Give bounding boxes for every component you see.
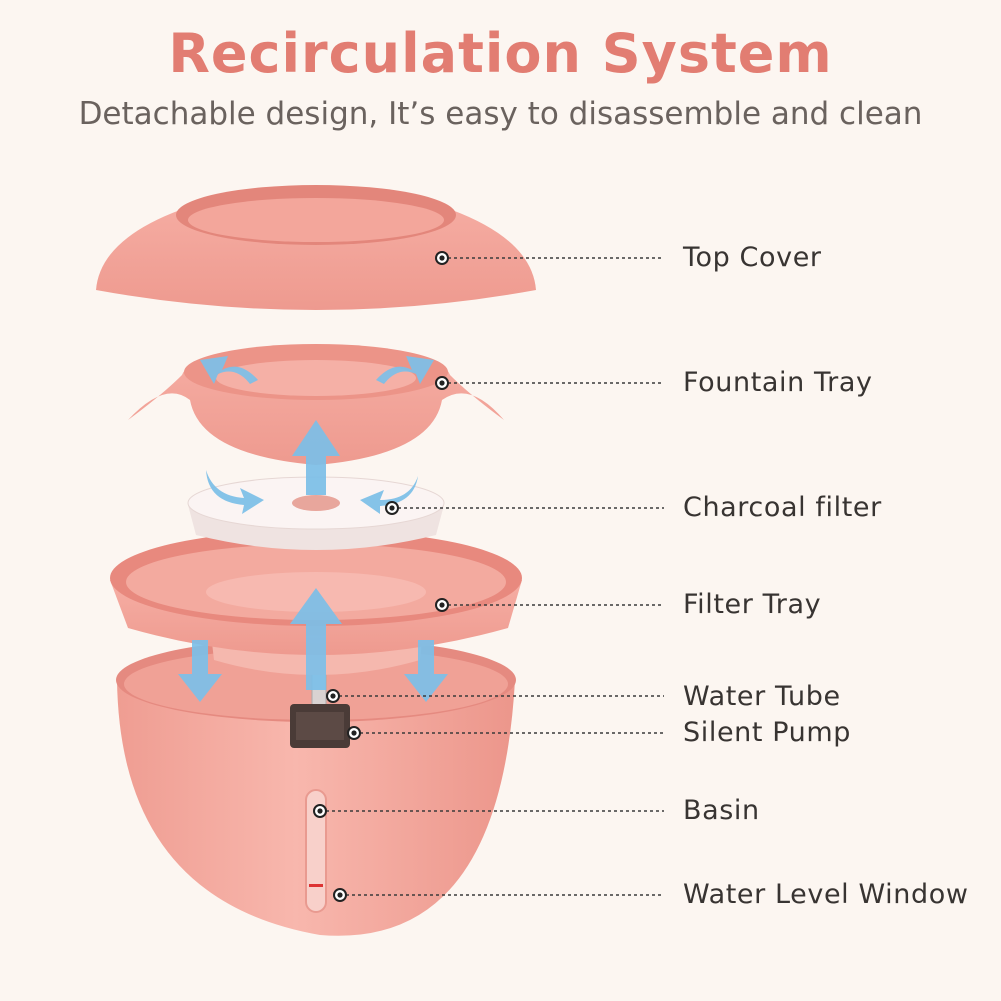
page-title: Recirculation System	[168, 22, 833, 85]
label-silent-pump: Silent Pump	[683, 717, 851, 748]
label-top-cover: Top Cover	[683, 242, 822, 273]
fountain-tray-part	[128, 344, 504, 465]
top-cover-part	[96, 185, 536, 310]
leader-dots	[313, 251, 449, 902]
arrow-down-left	[178, 640, 222, 702]
arrow-filter-right	[360, 476, 418, 514]
arrow-curve-right	[376, 356, 434, 384]
label-filter-tray: Filter Tray	[683, 589, 822, 620]
leader-lines	[320, 257, 664, 896]
label-fountain-tray: Fountain Tray	[683, 367, 873, 398]
label-charcoal-filter: Charcoal filter	[683, 492, 882, 523]
label-basin: Basin	[683, 795, 760, 826]
arrow-curve-left	[200, 356, 258, 384]
charcoal-filter-part	[187, 476, 445, 550]
arrow-up-center-bottom	[290, 588, 342, 690]
arrow-up-center-top	[292, 420, 340, 495]
page-subtitle: Detachable design, It’s easy to disassem…	[78, 96, 923, 132]
arrow-down-right	[404, 640, 448, 702]
label-water-tube: Water Tube	[683, 681, 841, 712]
flow-arrows	[178, 356, 448, 702]
arrow-filter-left	[206, 470, 264, 514]
label-water-level-window: Water Level Window	[683, 879, 969, 910]
